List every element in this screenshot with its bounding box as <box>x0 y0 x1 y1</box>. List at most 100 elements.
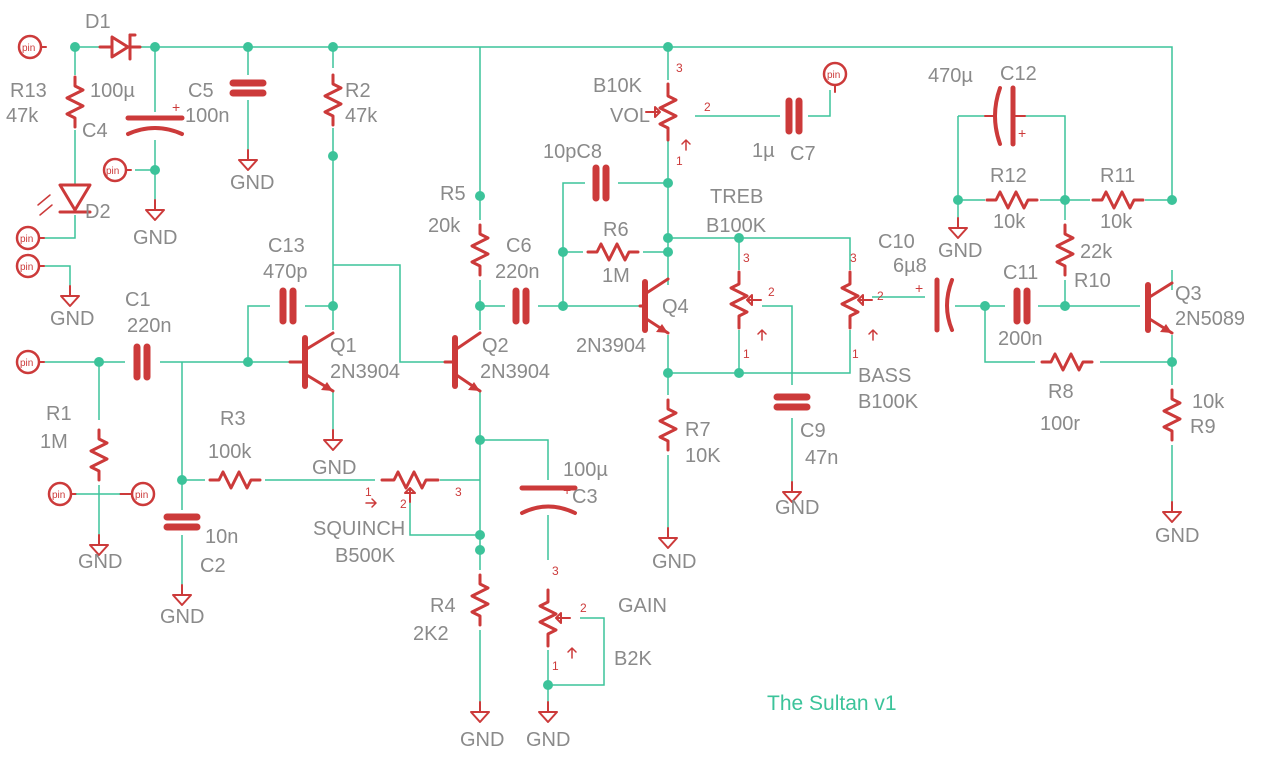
ground-symbols: GND GND GND GND GND GND GND GND GND GND … <box>50 149 1199 751</box>
svg-text:C4: C4 <box>82 120 108 142</box>
svg-text:6µ8: 6µ8 <box>893 255 927 277</box>
svg-text:R7: R7 <box>685 419 711 441</box>
capacitor-c1: C1 220n <box>125 289 172 377</box>
svg-text:R5: R5 <box>440 183 466 205</box>
svg-text:1: 1 <box>676 154 683 168</box>
svg-text:C2: C2 <box>200 555 226 577</box>
svg-text:3: 3 <box>552 564 559 578</box>
svg-text:R12: R12 <box>990 165 1027 187</box>
svg-text:1M: 1M <box>602 265 630 287</box>
svg-text:10k: 10k <box>993 211 1026 233</box>
svg-text:+: + <box>563 482 571 498</box>
svg-text:pin: pin <box>52 490 65 501</box>
svg-text:C7: C7 <box>790 143 816 165</box>
capacitor-c11: C11 200n <box>998 262 1043 350</box>
svg-text:TREB: TREB <box>710 186 763 208</box>
svg-text:R6: R6 <box>603 219 629 241</box>
svg-text:pin: pin <box>20 358 33 369</box>
pin-c4: pin <box>102 157 133 183</box>
svg-text:R13: R13 <box>10 80 47 102</box>
pot-treble: TREB B100K 3 2 1 <box>706 186 775 361</box>
svg-text:100k: 100k <box>208 441 252 463</box>
svg-text:100µ: 100µ <box>563 459 608 481</box>
wiring <box>38 46 1173 705</box>
capacitor-c8: 10pC8 <box>543 141 606 198</box>
junctions <box>70 42 1177 690</box>
pin-d2-b: pin <box>15 253 46 279</box>
capacitor-c13: C13 470p <box>263 235 308 321</box>
diode-d1: D1 <box>85 11 142 61</box>
capacitor-c12: + 470µ C12 <box>928 63 1037 147</box>
svg-text:D1: D1 <box>85 11 111 33</box>
svg-text:2: 2 <box>877 289 884 303</box>
pin-r1-right: pin <box>76 481 156 507</box>
svg-text:C3: C3 <box>572 486 598 508</box>
svg-text:C10: C10 <box>878 231 915 253</box>
svg-text:pin: pin <box>135 490 148 501</box>
capacitor-c7: 1µ C7 <box>752 101 816 165</box>
resistor-r1: R1 1M <box>40 403 109 482</box>
svg-text:GND: GND <box>460 729 504 751</box>
svg-text:2N3904: 2N3904 <box>330 361 400 383</box>
svg-text:10n: 10n <box>205 526 238 548</box>
pin-input: pin <box>15 349 46 375</box>
capacitor-c4: + 100µ C4 <box>82 80 185 142</box>
svg-text:B100K: B100K <box>706 215 767 237</box>
svg-text:220n: 220n <box>127 315 172 337</box>
svg-text:10pC8: 10pC8 <box>543 141 602 163</box>
capacitor-c9: C9 47n <box>777 397 838 469</box>
svg-text:SQUINCH: SQUINCH <box>313 518 405 540</box>
svg-text:pin: pin <box>827 70 840 81</box>
capacitor-c5: C5 100n <box>185 80 263 127</box>
svg-text:R1: R1 <box>46 403 72 425</box>
svg-text:BASS: BASS <box>858 365 911 387</box>
svg-text:pin: pin <box>20 262 33 273</box>
svg-text:47k: 47k <box>345 105 378 127</box>
svg-text:2: 2 <box>768 285 775 299</box>
svg-text:1: 1 <box>743 347 750 361</box>
capacitor-c10: + C10 6µ8 <box>878 231 954 333</box>
svg-text:B2K: B2K <box>614 648 652 670</box>
svg-text:GND: GND <box>652 551 696 573</box>
svg-text:10k: 10k <box>1192 391 1225 413</box>
svg-text:1µ: 1µ <box>752 140 775 162</box>
transistor-q1: Q1 2N3904 <box>288 331 400 393</box>
svg-text:220n: 220n <box>495 261 540 283</box>
svg-text:R3: R3 <box>220 408 246 430</box>
transistor-q3: Q3 2N5089 <box>1145 281 1245 335</box>
svg-text:VOL: VOL <box>610 105 650 127</box>
svg-text:1M: 1M <box>40 431 68 453</box>
svg-text:R8: R8 <box>1048 381 1074 403</box>
svg-text:10k: 10k <box>1100 211 1133 233</box>
pin-power: pin <box>17 34 48 60</box>
capacitor-c2: 10n C2 <box>167 517 238 577</box>
resistor-r3: R3 100k <box>208 408 262 490</box>
svg-text:GND: GND <box>526 729 570 751</box>
svg-text:3: 3 <box>850 251 857 265</box>
svg-text:100r: 100r <box>1040 413 1080 435</box>
svg-text:GND: GND <box>50 308 94 330</box>
svg-text:R11: R11 <box>1100 165 1135 187</box>
svg-text:470µ: 470µ <box>928 65 973 87</box>
svg-text:47k: 47k <box>6 105 39 127</box>
svg-text:GND: GND <box>1155 525 1199 547</box>
svg-text:2N3904: 2N3904 <box>480 361 550 383</box>
pin-r1-left: pin <box>47 481 78 507</box>
svg-text:Q4: Q4 <box>662 296 689 318</box>
svg-text:C11: C11 <box>1003 262 1038 284</box>
svg-text:pin: pin <box>20 234 33 245</box>
capacitor-c3: + 100µ C3 <box>519 459 608 515</box>
svg-text:100µ: 100µ <box>90 80 135 102</box>
svg-text:470p: 470p <box>263 261 308 283</box>
svg-text:GND: GND <box>230 172 274 194</box>
svg-text:R9: R9 <box>1190 416 1216 438</box>
svg-text:1: 1 <box>852 347 859 361</box>
pin-d2-a: pin <box>15 225 46 251</box>
svg-text:1: 1 <box>552 659 559 673</box>
resistor-r2: R2 47k <box>323 73 378 127</box>
resistor-r5: R5 20k <box>428 183 490 277</box>
svg-text:C12: C12 <box>1000 63 1037 85</box>
svg-text:GND: GND <box>160 606 204 628</box>
pot-volume: B10K VOL 3 2 1 <box>593 61 711 168</box>
